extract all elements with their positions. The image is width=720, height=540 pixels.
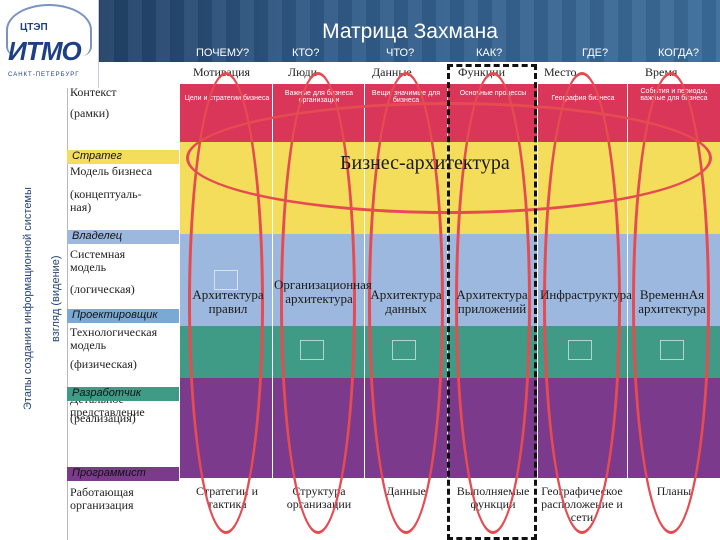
data-architecture-label: Архитектура данных <box>370 287 442 316</box>
row-sub-technology: (физическая) <box>70 357 137 371</box>
question-when: КОГДА? <box>658 47 699 59</box>
row-label-context: Контекст <box>70 85 117 99</box>
infra-label: Инфраструктура <box>540 287 632 302</box>
time-architecture-label: ВременнАя архитектура <box>638 287 706 316</box>
row-sub-system: (логическая) <box>70 282 135 296</box>
rules-architecture-label: Архитектура правил <box>192 287 264 316</box>
infra-ellipse <box>543 72 621 534</box>
row-sub-business: (концептуаль-ная) <box>70 187 142 214</box>
row-labels-column <box>67 64 180 540</box>
row-sub-context: (рамки) <box>70 106 110 120</box>
logo-itmo: ИТМО <box>8 36 82 66</box>
org-architecture-label: Организационная архитектура <box>274 277 372 306</box>
app-architecture-label: Архитектура приложений <box>456 287 528 316</box>
itmo-logo: ЦТЭП ИТМО САНКТ-ПЕТЕРБУРГ <box>0 0 99 88</box>
role-bar <box>67 230 179 244</box>
data-ellipse <box>368 72 444 534</box>
question-how: КАК? <box>476 47 503 59</box>
working-band <box>180 478 720 540</box>
page-title: Матрица Захмана <box>322 20 498 43</box>
row-sub-detail: (реализация) <box>70 411 136 425</box>
business-architecture-label: Бизнес-архитектура <box>340 152 510 174</box>
column-divider <box>364 64 365 540</box>
logo-ring-icon <box>6 4 92 56</box>
question-why: ПОЧЕМУ? <box>196 47 250 59</box>
row-label-technology: Технологическая модель <box>70 325 158 352</box>
role-programmer: Программист <box>72 467 146 479</box>
question-who: КТО? <box>292 47 320 59</box>
side-label-view: взгляд (видение) <box>50 255 62 342</box>
detail-band <box>180 378 720 478</box>
row-label-working: Работающая организация <box>70 485 134 512</box>
question-what: ЧТО? <box>386 47 415 59</box>
functions-highlight-frame <box>447 64 537 540</box>
column-divider <box>537 64 538 540</box>
role-developer: Разработчик <box>72 387 142 399</box>
column-divider <box>627 64 628 540</box>
role-owner: Владелец <box>72 230 123 242</box>
row-label-system: Системная модель <box>70 247 126 274</box>
system-band <box>180 234 720 326</box>
time-ellipse <box>632 72 710 534</box>
logo-tsep: ЦТЭП <box>20 22 48 33</box>
role-bar <box>67 150 179 164</box>
logo-city: САНКТ-ПЕТЕРБУРГ <box>8 72 80 78</box>
column-divider <box>272 64 273 540</box>
role-bar <box>67 387 179 401</box>
org-ellipse <box>280 72 356 534</box>
column-head-place: Место <box>544 65 577 79</box>
role-strategist: Стратег <box>72 150 122 162</box>
technology-band <box>180 326 720 378</box>
rules-ellipse <box>188 72 264 534</box>
side-label-stages: Этапы создания информационной системы <box>22 187 34 410</box>
role-designer: Проектировщик <box>72 309 158 321</box>
question-where: ГДЕ? <box>582 47 609 59</box>
header-bar <box>0 0 720 62</box>
row-label-business: Модель бизнеса <box>70 164 153 178</box>
role-bar <box>67 309 179 323</box>
app-ellipse <box>455 72 531 534</box>
role-bar <box>67 467 179 481</box>
